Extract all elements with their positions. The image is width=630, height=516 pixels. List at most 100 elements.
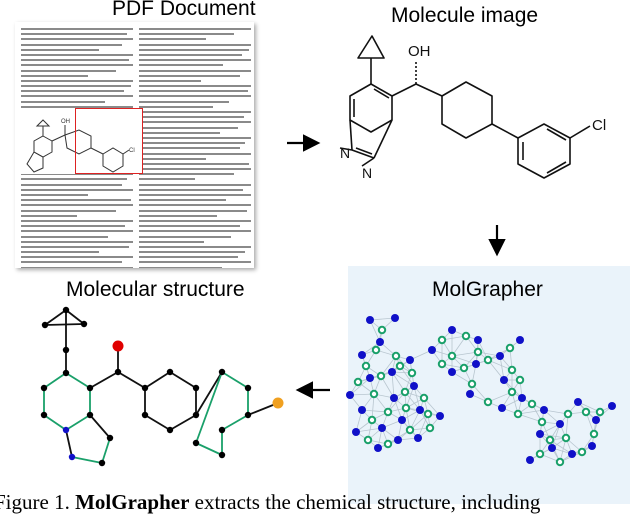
pdf-text-line [139, 59, 251, 62]
bond-node [425, 423, 435, 433]
bond-node [419, 393, 429, 403]
structure-bond [65, 429, 73, 458]
pdf-text-line [139, 111, 251, 113]
cl-label: Cl [592, 117, 606, 134]
bond-node [467, 379, 477, 389]
molecular-structure-label: Molecular structure [66, 278, 245, 301]
structure-bond [44, 323, 85, 326]
atom-node [366, 316, 374, 324]
atom-node [556, 420, 564, 428]
molgrapher-edge [499, 355, 505, 381]
bond-node [555, 457, 565, 467]
carbon-atom [192, 384, 200, 392]
structure-bond [195, 442, 223, 456]
carbon-atom [218, 451, 226, 459]
atom-node [358, 351, 366, 359]
pdf-text-line [21, 105, 133, 108]
pdf-text-line [139, 64, 223, 67]
carbon-atom [114, 368, 122, 376]
atom-node [608, 402, 616, 410]
atom-node [540, 406, 548, 414]
n1-label: N [340, 145, 350, 161]
pdf-text-line [21, 95, 133, 98]
structure-bond [144, 414, 171, 431]
pdf-text-line [21, 194, 89, 196]
bond-node [376, 371, 386, 381]
atom-node [352, 428, 360, 436]
atom-node [346, 391, 354, 399]
atom-node [410, 382, 418, 390]
svg-text:OH: OH [61, 119, 70, 125]
atom-node [398, 416, 406, 424]
pdf-text-line [21, 38, 133, 41]
pdf-text-line [139, 188, 244, 191]
pdf-text-line [139, 116, 245, 119]
pdf-text-line [139, 245, 251, 248]
molgrapher-edge [380, 375, 395, 399]
carbon-atom [62, 426, 70, 434]
molgrapher-edge [451, 355, 477, 365]
pdf-text-line [139, 85, 251, 88]
atom-node [448, 326, 456, 334]
atom-node [414, 434, 422, 442]
pdf-text-line [139, 100, 229, 103]
pdf-text-line [139, 48, 249, 51]
atom-node [378, 424, 386, 432]
bond-node [507, 387, 517, 397]
atom-node [574, 398, 582, 406]
pdf-text-line [139, 219, 251, 222]
pdf-text-line [21, 53, 133, 56]
bond-node [369, 389, 379, 399]
molgrapher-edge [409, 349, 433, 361]
pdf-text-line [139, 266, 222, 268]
bond-node [395, 361, 405, 371]
pdf-text-line [139, 225, 240, 228]
carbon-atom [218, 426, 226, 434]
atom-node [516, 336, 524, 344]
bond-node [461, 331, 471, 341]
carbon-atom [106, 434, 114, 442]
atom-node [536, 430, 544, 438]
pdf-text-line [21, 256, 133, 259]
atom-node [390, 394, 398, 402]
pdf-text-line [21, 64, 133, 67]
pdf-text-line [139, 53, 243, 56]
structure-bond [221, 371, 249, 389]
carbon-atom [62, 306, 70, 314]
pdf-text-line [139, 33, 235, 36]
structure-bond [43, 372, 67, 389]
carbon-atom [40, 384, 48, 392]
pdf-text-line [21, 100, 105, 103]
bond-node [595, 407, 605, 417]
structure-bond [117, 371, 146, 389]
chlorine-atom [272, 397, 284, 409]
structure-bond [65, 309, 85, 325]
svg-text:Cl: Cl [129, 148, 135, 154]
carbon-atom [244, 384, 252, 392]
pdf-text-line [21, 199, 131, 202]
atom-node [394, 436, 402, 444]
bond-node [563, 409, 573, 419]
molgrapher-edge [417, 413, 429, 439]
pdf-text-line [139, 240, 204, 243]
pdf-text-line [139, 230, 251, 233]
carbon-atom [192, 411, 200, 419]
carbon-atom [86, 384, 94, 392]
molgrapher-edge [355, 427, 383, 433]
bond-node [515, 375, 525, 385]
atom-node [466, 390, 474, 398]
pdf-text-line [21, 59, 129, 62]
molgrapher-edge [371, 393, 375, 421]
pdf-text-line [21, 173, 133, 176]
pdf-text-line [139, 183, 251, 186]
atom-node [474, 336, 482, 344]
pdf-text-line [139, 90, 248, 93]
pdf-text-line [139, 194, 251, 196]
pdf-text-line [139, 126, 238, 129]
structure-bond [89, 371, 119, 389]
pdf-text-line [21, 69, 117, 72]
pdf-text-line [21, 74, 89, 77]
caption-prefix: Figure 1. [0, 490, 70, 514]
carbon-atom [166, 368, 174, 376]
carbon-atom [98, 459, 106, 467]
